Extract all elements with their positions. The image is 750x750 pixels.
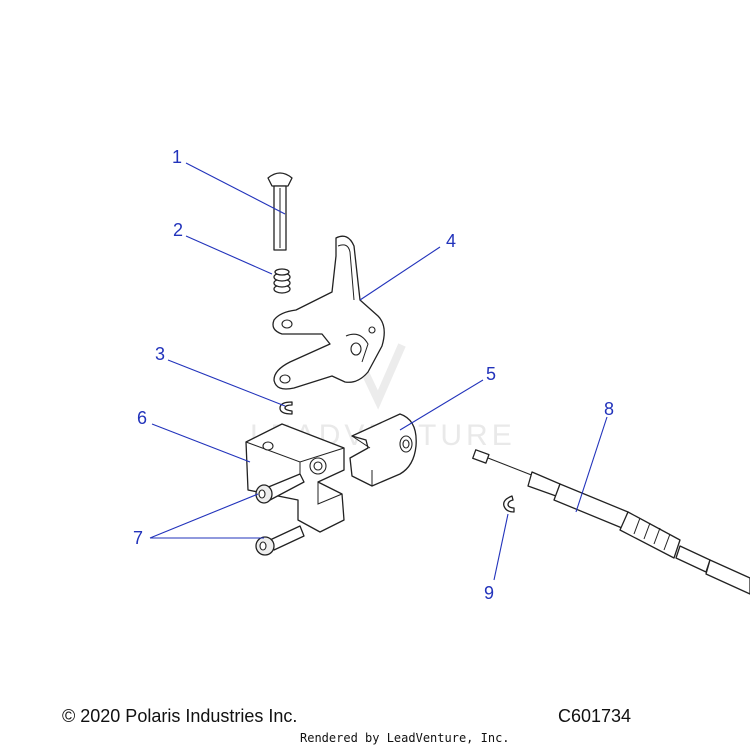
- callout-3: 3: [155, 344, 165, 364]
- callout-6: 6: [137, 408, 147, 428]
- part-5-collar: [349, 413, 417, 487]
- part-2-spring: [273, 268, 291, 294]
- callout-1: 1: [172, 147, 182, 167]
- rendered-by-credit: Rendered by LeadVenture, Inc.: [300, 731, 510, 745]
- part-3-clip: [279, 401, 293, 415]
- part-7-screws: [255, 473, 305, 556]
- diagram-code: C601734: [558, 706, 632, 726]
- callout-4: 4: [446, 231, 456, 251]
- callout-labels: 1 2 3 4 5 6 7 8 9: [133, 147, 614, 603]
- part-8-cable: [472, 449, 750, 595]
- callout-2: 2: [173, 220, 183, 240]
- part-9-clip: [503, 495, 515, 513]
- part-4-bracket: [272, 235, 385, 390]
- part-1-pin: [267, 172, 293, 251]
- leader-lines: [149, 162, 608, 581]
- callout-7: 7: [133, 528, 143, 548]
- copyright-notice: © 2020 Polaris Industries Inc.: [62, 706, 298, 726]
- callout-9: 9: [484, 583, 494, 603]
- callout-8: 8: [604, 399, 614, 419]
- callout-5: 5: [486, 364, 496, 384]
